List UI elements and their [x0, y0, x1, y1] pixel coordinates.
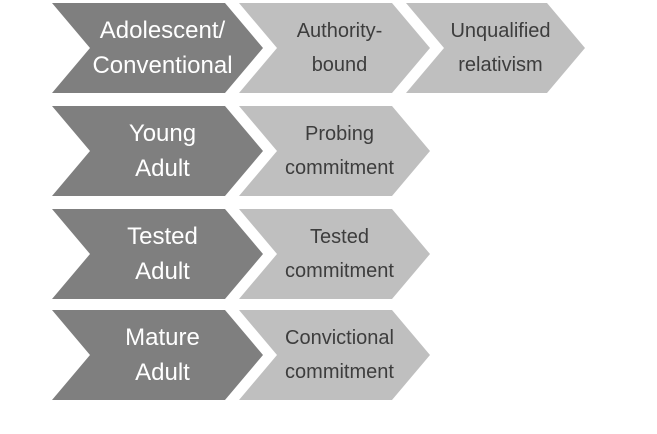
stage-label-line1: Adolescent/	[99, 17, 226, 44]
substage-tested-commitment: Tested commitment	[239, 209, 430, 299]
stage-label-line1: Mature	[125, 324, 200, 351]
substage-probing-commitment: Probing commitment	[239, 106, 430, 196]
substage-authority-bound: Authority- bound	[239, 3, 430, 93]
substage-convictional-commitment: Convictional commitment	[239, 310, 430, 400]
substage-label-line1: Unqualified	[450, 20, 551, 42]
stage-label-line1: Tested	[127, 223, 198, 250]
substage-label-line2: commitment	[285, 361, 394, 383]
stage-label-line2: Adult	[135, 258, 190, 285]
substage-label-line1: Tested	[310, 226, 369, 248]
substage-label-line2: relativism	[458, 54, 543, 76]
stage-young-adult: Young Adult	[52, 106, 263, 196]
stage-label-line2: Conventional	[92, 52, 233, 79]
stage-label-line2: Adult	[135, 155, 190, 182]
stage-label-line2: Adult	[135, 359, 190, 386]
substage-label-line2: commitment	[285, 157, 394, 179]
substage-label-line1: Authority-	[296, 20, 383, 42]
stage-mature-adult: Mature Adult	[52, 310, 263, 400]
stage-adolescent-conventional: Adolescent/ Conventional	[52, 3, 263, 93]
substage-label-line2: bound	[311, 54, 368, 76]
substage-unqualified-relativism: Unqualified relativism	[406, 3, 585, 93]
stage-label-line1: Young	[128, 120, 197, 147]
substage-label-line1: Convictional	[285, 327, 394, 349]
substage-label-line1: Probing	[305, 123, 374, 145]
substage-label-line2: commitment	[285, 260, 394, 282]
stage-tested-adult: Tested Adult	[52, 209, 263, 299]
